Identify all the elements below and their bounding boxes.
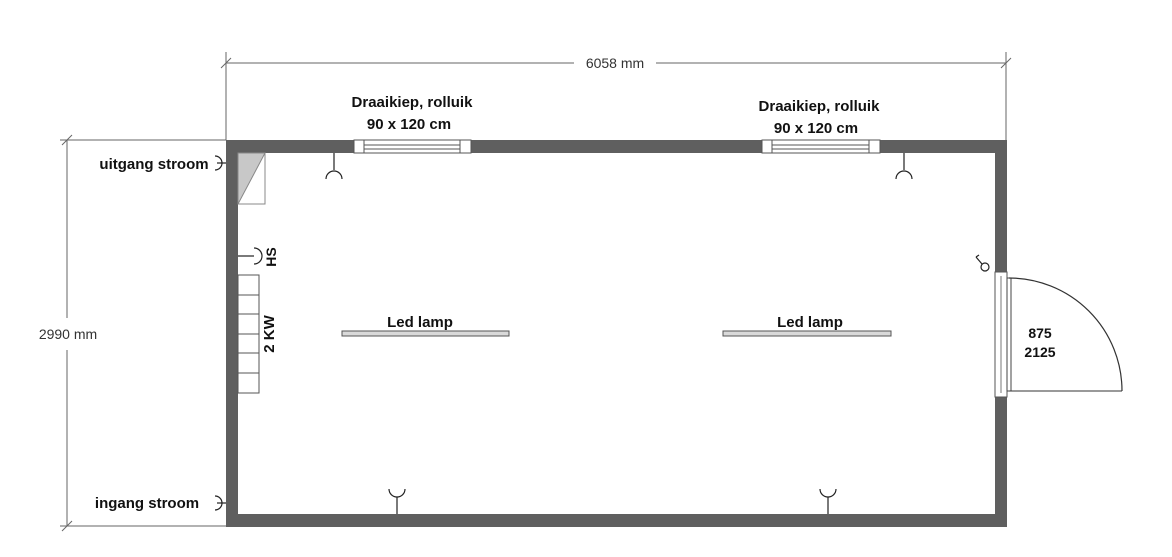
led-lamp-2 [722, 330, 892, 337]
main-switch-label: HS [263, 247, 279, 266]
window-1-type-label: Draaikiep, rolluik [352, 94, 474, 111]
door-width-label: 875 [1028, 325, 1052, 341]
wall-socket-icon [895, 153, 913, 180]
led-lamp-1-label: Led lamp [387, 314, 453, 331]
window-2-type-label: Draaikiep, rolluik [759, 98, 881, 115]
width-dimension [220, 52, 1012, 140]
wall-socket-icon [819, 488, 837, 514]
wall-socket-icon [388, 488, 406, 514]
door [994, 271, 1123, 398]
height-dimension [60, 134, 226, 532]
width-dimension-label: 6058 mm [586, 55, 644, 71]
power-inlet-icon [214, 495, 226, 511]
power-inlet-label: ingang stroom [95, 495, 199, 512]
window-1 [353, 139, 472, 154]
power-outlet-icon [214, 155, 226, 171]
wall-socket-icon [325, 153, 343, 180]
door-height-label: 2125 [1024, 344, 1055, 360]
power-outlet-label: uitgang stroom [99, 156, 208, 173]
light-switch-icon [975, 254, 990, 272]
heater-icon [237, 274, 260, 394]
fuse-box-icon [237, 152, 266, 205]
window-2 [761, 139, 881, 154]
led-lamp-2-label: Led lamp [777, 314, 843, 331]
window-1-size-label: 90 x 120 cm [367, 116, 451, 133]
height-dimension-label: 2990 mm [39, 326, 97, 342]
led-lamp-1 [341, 330, 510, 337]
heater-label: 2 KW [261, 314, 278, 352]
main-switch-icon [238, 247, 263, 265]
window-2-size-label: 90 x 120 cm [774, 120, 858, 137]
